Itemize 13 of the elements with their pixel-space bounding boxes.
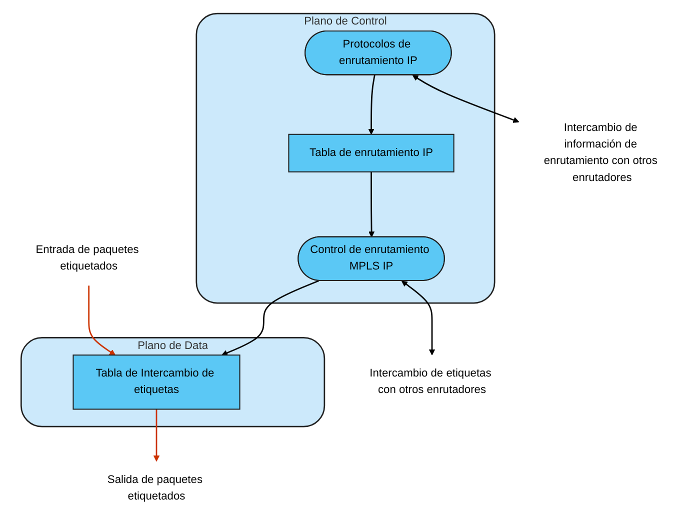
- node-box: Tabla de Intercambio de etiquetas: [72, 354, 240, 410]
- arrow: [401, 280, 436, 356]
- arrow: [222, 280, 320, 356]
- node-text: Entrada de paquetes etiquetados: [36, 244, 139, 272]
- arrow: [368, 172, 375, 238]
- arrow: [153, 409, 160, 462]
- arrow: [412, 74, 520, 123]
- node-text: Salida de paquetes etiquetados: [107, 474, 202, 502]
- node-text: Intercambio de información de enrutamiento con otros enrutadores: [544, 122, 658, 184]
- node-text: Intercambio de etiquetas con otros enrutadores: [370, 368, 492, 396]
- arrow: [368, 74, 376, 135]
- node-box: Tabla de enrutamiento IP: [288, 134, 454, 172]
- arrow: [88, 286, 116, 356]
